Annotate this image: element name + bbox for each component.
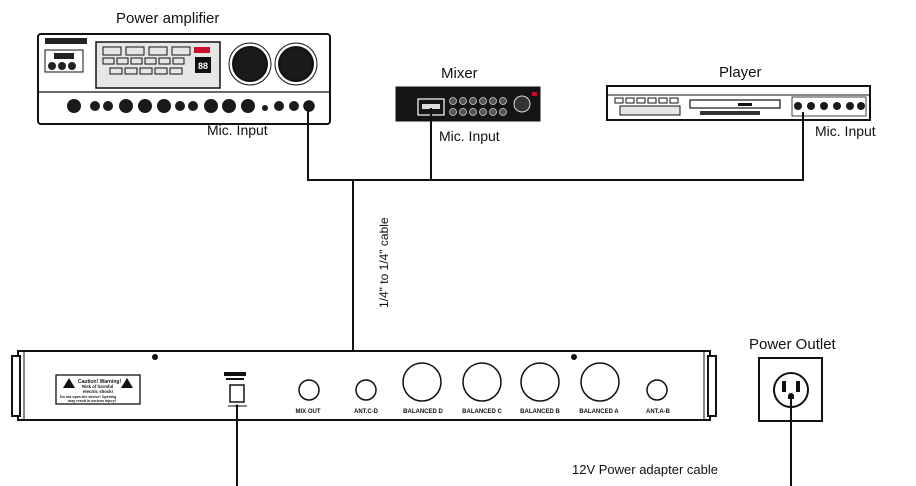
balanced-a-label: BALANCED A <box>579 409 619 415</box>
mix-out-jack <box>298 379 320 401</box>
power-cables <box>236 399 792 486</box>
warning-line-5: may result in serious injury! <box>68 399 116 403</box>
ant-a-b-jack <box>646 379 668 401</box>
mix-out-label: MIX OUT <box>296 409 321 415</box>
volume-knob-right <box>278 46 314 82</box>
amplifier-logo <box>45 38 87 44</box>
power-amplifier-label: Power amplifier <box>116 10 219 27</box>
receiver-jacks <box>298 362 668 402</box>
mixer-label: Mixer <box>441 65 478 82</box>
balanced-c-jack <box>462 362 502 402</box>
warning-line-3: electric shock! <box>83 389 114 394</box>
mixer-master-knob <box>513 95 531 113</box>
balanced-b-label: BALANCED B <box>520 409 560 415</box>
balanced-c-label: BALANCED C <box>462 409 502 415</box>
dc-input <box>224 372 247 408</box>
balanced-d-jack <box>402 362 442 402</box>
power-outlet-label: Power Outlet <box>749 336 837 353</box>
player-label: Player <box>719 64 762 81</box>
ant-c-d-label: ANT.C-D <box>354 409 379 415</box>
disc-tray <box>689 99 781 109</box>
power-amplifier: Power amplifier 88 <box>37 10 331 138</box>
player-display <box>619 105 681 116</box>
warning-line-1: Caution! Warning! <box>78 379 121 385</box>
balanced-a-jack <box>580 362 620 402</box>
ant-c-d-jack <box>355 379 377 401</box>
mixer-mic-input-label: Mic. Input <box>439 128 500 144</box>
balanced-b-jack <box>520 362 560 402</box>
ant-a-b-label: ANT.A-B <box>646 409 671 415</box>
cable-label: 1/4" to 1/4" cable <box>377 217 391 308</box>
mixer: Mixer Mic. Input <box>395 65 541 144</box>
amplifier-mic-input-label: Mic. Input <box>207 122 268 138</box>
svg-text:88: 88 <box>198 61 208 71</box>
audio-cables <box>307 108 804 350</box>
volume-knob-left <box>232 46 268 82</box>
player: Player Mic. Input <box>606 64 876 139</box>
balanced-d-label: BALANCED D <box>403 409 443 415</box>
warning-label: Caution! Warning! Risk of harmful electr… <box>55 374 141 405</box>
player-mic-input-label: Mic. Input <box>815 123 876 139</box>
adapter-cable-label: 12V Power adapter cable <box>572 462 718 477</box>
warning-line-4: Do not open the device! Opening <box>60 395 116 399</box>
warning-line-2: Risk of harmful <box>82 384 113 389</box>
jack-labels: MIX OUT ANT.C-D BALANCED D BALANCED C BA… <box>296 409 671 415</box>
wireless-receiver: Caution! Warning! Risk of harmful electr… <box>11 350 717 421</box>
power-outlet: Power Outlet <box>749 336 837 422</box>
amplifier-mic-input-jack <box>303 100 315 112</box>
dc-input-jack <box>229 384 245 403</box>
